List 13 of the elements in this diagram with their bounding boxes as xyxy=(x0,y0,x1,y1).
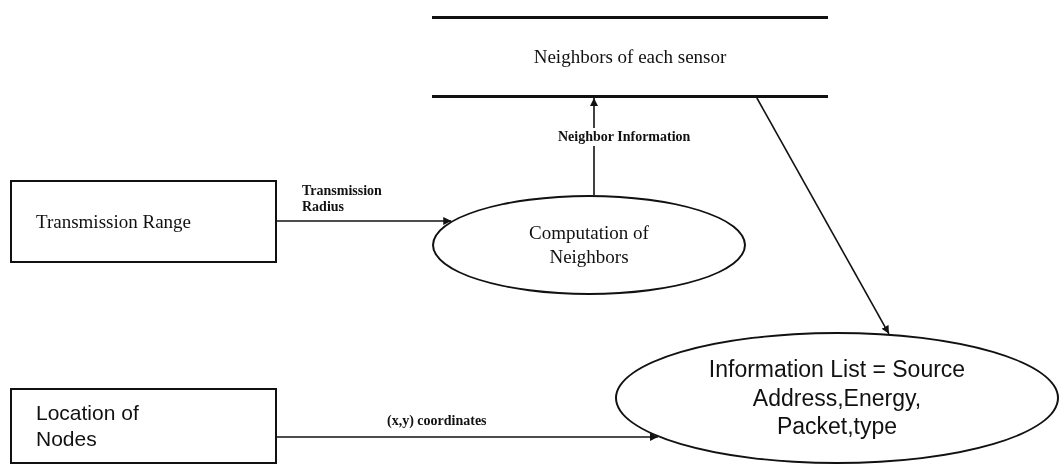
edge-label: (x,y) coordinates xyxy=(385,412,489,431)
node-label: Neighbors of each sensor xyxy=(533,45,727,69)
arrow xyxy=(276,433,659,441)
entity-box xyxy=(10,388,277,464)
edge-label: Neighbor Information xyxy=(556,128,693,147)
node-label: Location of Nodes xyxy=(36,399,140,452)
node-label: Information List = Source Address,Energy, Packet,type xyxy=(707,354,967,442)
arrow xyxy=(276,217,453,225)
data-store xyxy=(432,16,828,98)
entity-box xyxy=(10,180,277,263)
node-label: Transmission Range xyxy=(36,209,191,234)
node-label: Computation of Neighbors xyxy=(528,221,650,269)
arrow xyxy=(756,97,890,335)
